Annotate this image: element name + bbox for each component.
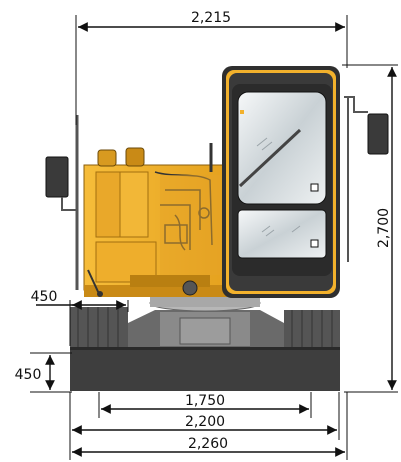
- operator-cab: [222, 66, 340, 298]
- left-track: [70, 307, 128, 347]
- dimension-labels: 2,215 2,700 450 450 1,750 2,200 2,260: [15, 10, 392, 452]
- undercarriage-width-label: 2,200: [185, 414, 225, 430]
- right-mirror: [344, 96, 389, 262]
- undercarriage: [70, 347, 340, 391]
- excavator-illustration: [45, 66, 389, 391]
- right-track: [284, 310, 340, 347]
- overall-track-width-label: 2,260: [188, 436, 228, 452]
- height-label: 2,700: [376, 208, 392, 248]
- ground-clearance-label: 450: [15, 367, 42, 383]
- overall-width-label: 2,215: [191, 10, 231, 26]
- track-width-label: 450: [31, 289, 58, 305]
- center-frame: [128, 294, 284, 347]
- upper-structure: [83, 143, 239, 297]
- track-gauge-label: 1,750: [185, 393, 225, 409]
- dimension-lines: [30, 15, 398, 460]
- left-mirror: [45, 115, 79, 290]
